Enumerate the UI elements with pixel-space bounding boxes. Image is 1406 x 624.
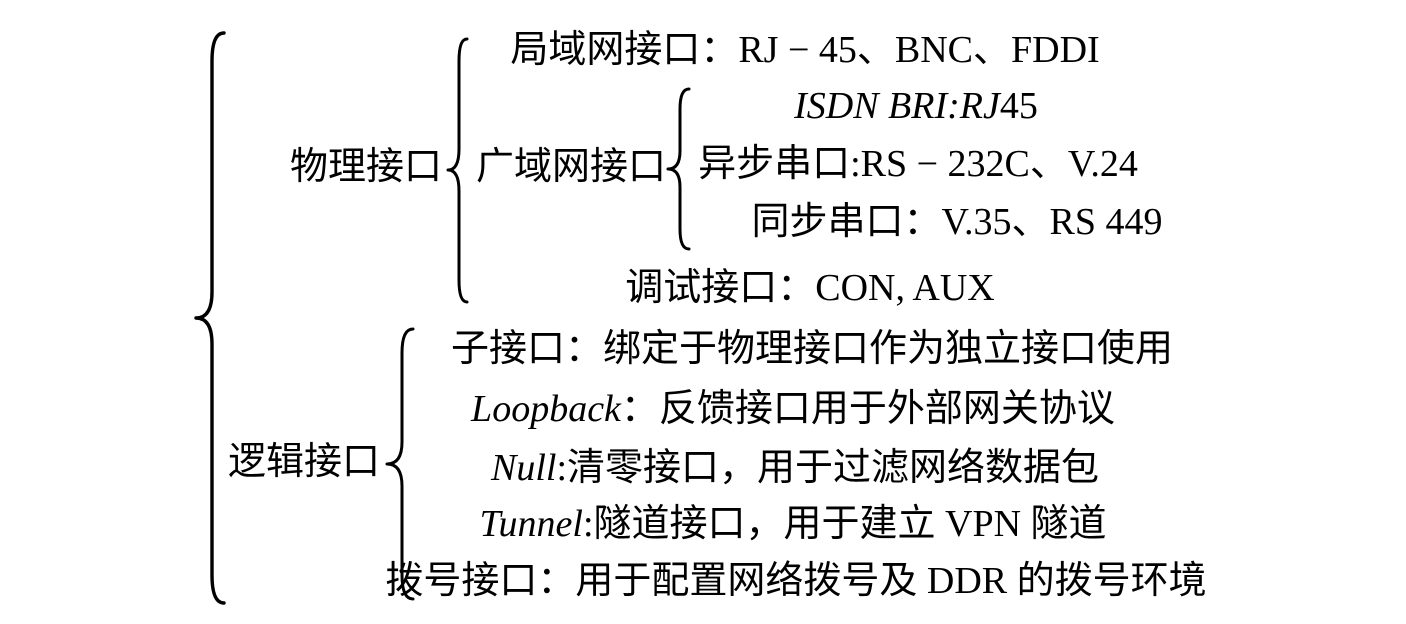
null-interface-row: Null:清零接口，用于过滤网络数据包 <box>491 443 1099 493</box>
loopback-row-italic-segment: Loopback <box>471 388 621 430</box>
isdn-row-text-segment: 45 <box>999 85 1038 127</box>
null-row-italic-segment: Null <box>490 447 557 489</box>
isdn-bri-row: ISDN BRI:RJ45 <box>794 81 1038 131</box>
tunnel-row-italic-segment: Tunnel <box>479 503 583 545</box>
dialer-interface-row: 拨号接口：用于配置网络拨号及 DDR 的拨号环境 <box>385 556 1206 606</box>
async-serial-row: 异步串口:RS − 232C、V.24 <box>698 139 1138 189</box>
sub-row-text-segment: 子接口：绑定于物理接口作为独立接口使用 <box>450 328 1174 370</box>
tunnel-row: Tunnel:隧道接口，用于建立 VPN 隧道 <box>479 499 1106 549</box>
logical-group-brace <box>385 327 415 601</box>
lan-interface-row: 局域网接口：RJ − 45、BNC、FDDI <box>510 25 1099 75</box>
root-brace <box>194 31 226 605</box>
sync-serial-row: 同步串口：V.35、RS 449 <box>751 197 1162 247</box>
tunnel-row-text-segment: :隧道接口，用于建立 VPN 隧道 <box>582 503 1107 545</box>
debug-interface-row: 调试接口：CON, AUX <box>625 263 994 313</box>
debug-row-text-segment: 调试接口：CON, AUX <box>625 267 995 309</box>
wan-interface-label: 广域网接口 <box>476 146 667 188</box>
physical-group-brace <box>446 37 469 304</box>
lan-row-text-segment: 局域网接口：RJ − 45、BNC、FDDI <box>510 29 1100 71</box>
loopback-row-text-segment: ：反馈接口用于外部网关协议 <box>620 388 1115 430</box>
wan-group-brace <box>666 87 691 251</box>
sync-row-text-segment: 同步串口：V.35、RS 449 <box>751 201 1163 243</box>
async-row-text-segment: 异步串口:RS − 232C、V.24 <box>698 143 1138 185</box>
loopback-row: Loopback：反馈接口用于外部网关协议 <box>471 384 1115 434</box>
physical-interface-label: 物理接口 <box>290 146 443 188</box>
isdn-row-italic-segment: ISDN BRI:RJ <box>794 85 1000 127</box>
sub-interface-row: 子接口：绑定于物理接口作为独立接口使用 <box>451 324 1173 374</box>
null-row-text-segment: :清零接口，用于过滤网络数据包 <box>556 447 1100 489</box>
logical-interface-label: 逻辑接口 <box>228 441 381 483</box>
dialer-row-text-segment: 拨号接口：用于配置网络拨号及 DDR 的拨号环境 <box>385 560 1207 602</box>
